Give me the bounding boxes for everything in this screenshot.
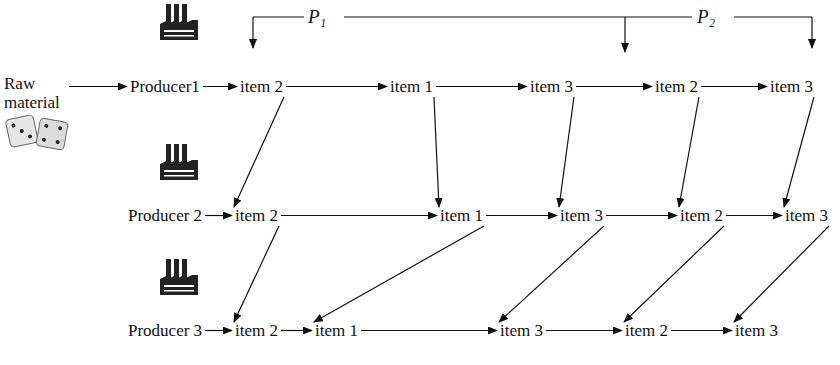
period-label: P₁: [308, 6, 326, 28]
flow-node: item 2: [240, 77, 283, 96]
flow-arrow: [486, 215, 557, 216]
node-text: Producer 3: [128, 321, 202, 340]
node-text: item 1: [315, 321, 358, 340]
flow-arrow: [726, 215, 782, 216]
flow-node: item 2: [655, 77, 698, 96]
flow-node: item 3: [530, 77, 573, 96]
flow-arrow: [286, 86, 387, 87]
flow-arrow: [205, 215, 232, 216]
factory-icon: [160, 4, 198, 40]
transfer-arrow: [234, 97, 284, 207]
node-text: item 2: [680, 206, 723, 225]
factory-icon: [160, 259, 198, 295]
flow-arrow: [205, 330, 232, 331]
node-text: item 3: [500, 321, 543, 340]
flow-arrow: [281, 330, 312, 331]
flow-node: Producer1: [130, 77, 200, 96]
period-label: P₂: [697, 6, 715, 28]
flow-node: item 3: [785, 206, 828, 225]
factory-icon: [160, 144, 198, 180]
flow-arrow: [576, 86, 652, 87]
node-text: item 3: [785, 206, 828, 225]
flow-arrow: [671, 330, 732, 331]
node-text: item 3: [735, 321, 778, 340]
node-text: Producer1: [130, 77, 200, 96]
flow-node: item 2: [235, 206, 278, 225]
node-text: item 2: [655, 77, 698, 96]
flow-arrow: [281, 215, 437, 216]
flow-node: item 1: [315, 321, 358, 340]
transfer-arrow: [734, 226, 829, 322]
flow-arrow: [69, 86, 127, 87]
node-text: Producer 2: [128, 206, 202, 225]
flow-arrow: [701, 86, 767, 87]
transfer-arrow: [624, 226, 724, 322]
flow-node: item 3: [770, 77, 813, 96]
flow-node: item 3: [735, 321, 778, 340]
period-bracket: [253, 17, 812, 52]
node-text: item 2: [235, 206, 278, 225]
transfer-arrow: [559, 97, 574, 207]
node-text: item 1: [390, 77, 433, 96]
dice-icon: [5, 114, 68, 150]
source-label: Raw material: [4, 74, 66, 112]
transfer-arrow: [234, 226, 279, 322]
transfer-arrow: [784, 97, 814, 207]
flow-node: item 3: [500, 321, 543, 340]
node-text: item 3: [770, 77, 813, 96]
flow-node: Producer 3: [128, 321, 202, 340]
transfer-arrow: [434, 97, 439, 207]
transfer-arrow: [314, 226, 484, 322]
node-text: item 1: [440, 206, 483, 225]
node-text: Raw material: [4, 74, 66, 112]
flow-arrow: [361, 330, 497, 331]
transfer-arrow: [499, 226, 604, 322]
flow-node: item 3: [560, 206, 603, 225]
flow-arrow: [606, 215, 677, 216]
flow-arrow: [436, 86, 527, 87]
node-text: item 2: [240, 77, 283, 96]
node-text: item 3: [560, 206, 603, 225]
flow-node: item 1: [440, 206, 483, 225]
transfer-arrow: [679, 97, 699, 207]
flow-node: item 2: [235, 321, 278, 340]
flow-node: item 2: [680, 206, 723, 225]
flow-arrow: [203, 86, 237, 87]
flow-node: item 1: [390, 77, 433, 96]
node-text: item 3: [530, 77, 573, 96]
flow-arrow: [546, 330, 622, 331]
flow-node: Producer 2: [128, 206, 202, 225]
node-text: item 2: [625, 321, 668, 340]
flow-node: item 2: [625, 321, 668, 340]
node-text: item 2: [235, 321, 278, 340]
